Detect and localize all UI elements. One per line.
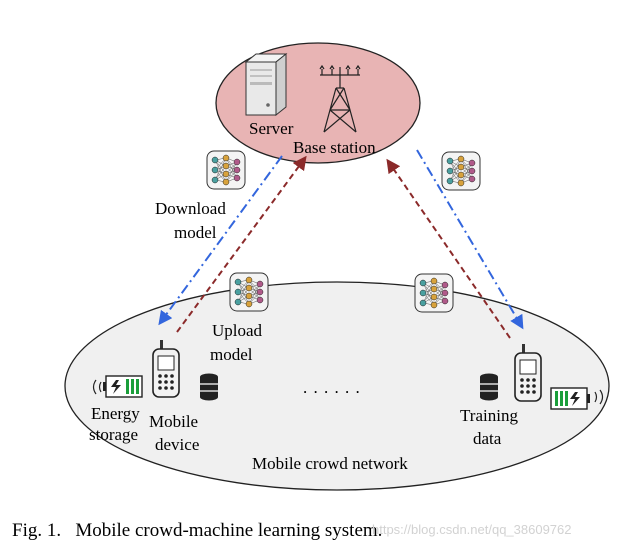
mobile-device-icon: [514, 343, 542, 402]
server-icon: [244, 52, 288, 117]
mobile-device-icon: [152, 339, 180, 398]
mobile-device-label: Mobile: [149, 412, 198, 431]
training-data-label: data: [473, 429, 502, 448]
watermark: https://blog.csdn.net/qq_38609762: [372, 522, 572, 537]
ellipsis-dots: . . . . . .: [303, 378, 361, 397]
server-label: Server: [249, 119, 294, 138]
mobile-device-label: device: [155, 435, 199, 454]
battery-icon: [550, 387, 604, 410]
neural-network-icon: [441, 151, 481, 191]
download-arrow-left: [158, 155, 283, 326]
base-station-tower-icon: [319, 64, 361, 133]
figure-caption: Fig. 1. Mobile crowd-machine learning sy…: [12, 520, 383, 541]
base-station-label: Base station: [293, 138, 376, 157]
mobile-crowd-network-label: Mobile crowd network: [252, 454, 408, 473]
upload-model-label: model: [210, 345, 253, 364]
training-data-icon: [479, 372, 499, 402]
upload-arrow-left: [176, 155, 307, 333]
mobile-crowd-network-ellipse: [64, 281, 610, 491]
upload-arrow-right: [386, 158, 511, 339]
training-data-label: Training: [460, 406, 518, 425]
neural-network-icon: [229, 272, 269, 312]
download-model-label: model: [174, 223, 217, 242]
download-arrow-right: [416, 149, 524, 330]
upload-model-label: Upload: [212, 321, 263, 340]
energy-storage-label: Energy: [91, 404, 140, 423]
training-data-icon: [199, 372, 219, 402]
download-model-label: Download: [155, 199, 226, 218]
neural-network-icon: [414, 273, 454, 313]
neural-network-icon: [206, 150, 246, 190]
battery-icon: [92, 375, 143, 398]
energy-storage-label: storage: [89, 425, 138, 444]
